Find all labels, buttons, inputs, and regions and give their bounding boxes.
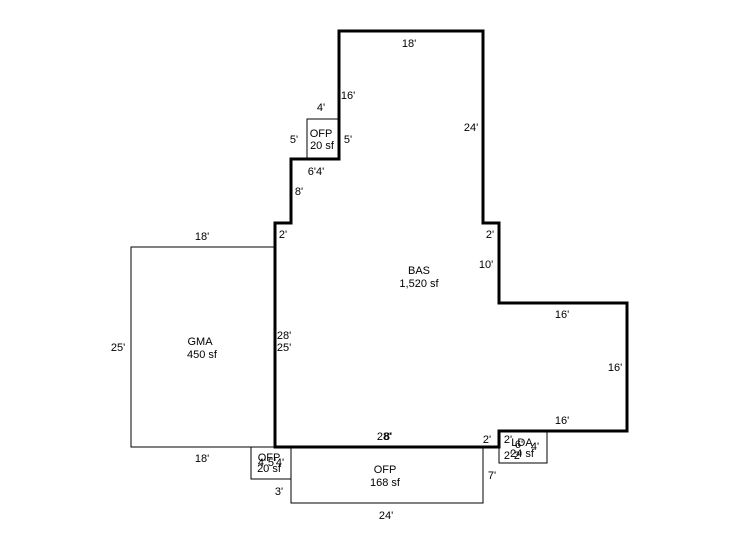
ofp-top-name: OFP [310, 128, 333, 140]
dim-bas-left-jog: 2' [279, 229, 287, 241]
bas-name: BAS [408, 265, 430, 277]
gma-size: 450 sf [187, 349, 218, 361]
dim-bas-notch-bottom: 6'4' [308, 166, 324, 178]
dim-ofp-bottom-left: 3' [275, 486, 283, 498]
dim-ofp-top-height: 5' [290, 134, 298, 146]
ofp-small-outline [250, 446, 292, 480]
dim-lda-b: 6' [515, 439, 523, 451]
dim-bas-right-mid: 10' [479, 259, 493, 271]
dim-bas-bottom-right: 2' [483, 434, 491, 446]
dim-bas-bottom: 28' [377, 431, 391, 443]
dim-bas-right-upper: 24' [464, 122, 478, 134]
dim-gma-top: 18' [195, 231, 209, 243]
ofp-bottom-name: OFP [374, 464, 397, 476]
dim-bas-ext-right: 16' [608, 362, 622, 374]
dim-lda-d: 2' [504, 450, 512, 462]
dim-bas-right-jog: 2' [486, 229, 494, 241]
dim-bas-left-b: 25' [277, 342, 291, 354]
gma-name: GMA [187, 336, 213, 348]
dim-ofp-bottom-right: 7' [488, 470, 496, 482]
dim-bas-ext-bottom: 16' [555, 415, 569, 427]
dim-bas-notch-vert: 16' [341, 90, 355, 102]
dim-bas-left-a: 28' [277, 330, 291, 342]
bas-size: 1,520 sf [399, 278, 439, 290]
dim-lda-c: 4' [531, 441, 539, 453]
dim-ofp-small-b: 5' [268, 457, 276, 469]
lda-name: LDA [511, 437, 533, 449]
dim-bas-notch-side: 5' [344, 134, 352, 146]
ofp-small-name: OFP [258, 452, 281, 464]
dim-bas-left-upper: 8' [295, 186, 303, 198]
ofp-top-size: 20 sf [310, 140, 335, 152]
bas-outline [273, 29, 629, 449]
dim-gma-bottom: 18' [195, 453, 209, 465]
dim-lda-e: 2' [514, 450, 522, 462]
ofp-bottom-size: 168 sf [370, 477, 401, 489]
ofp-small-size: 20 sf [257, 463, 282, 475]
dim-gma-left: 25' [111, 342, 125, 354]
dim-ofp-top-width: 4' [317, 102, 325, 114]
dim-lda-a: 2' [504, 434, 512, 446]
dim-bas-ext-top: 16' [555, 309, 569, 321]
dim-ofp-small-a: 4' [258, 457, 266, 469]
dim-bas-bottom-over: 8' [384, 431, 392, 443]
dim-ofp-bottom-width: 24' [379, 510, 393, 522]
dim-ofp-small-c: 4' [276, 457, 284, 469]
dim-bas-top: 18' [402, 38, 416, 50]
lda-size: 24 sf [510, 448, 535, 460]
